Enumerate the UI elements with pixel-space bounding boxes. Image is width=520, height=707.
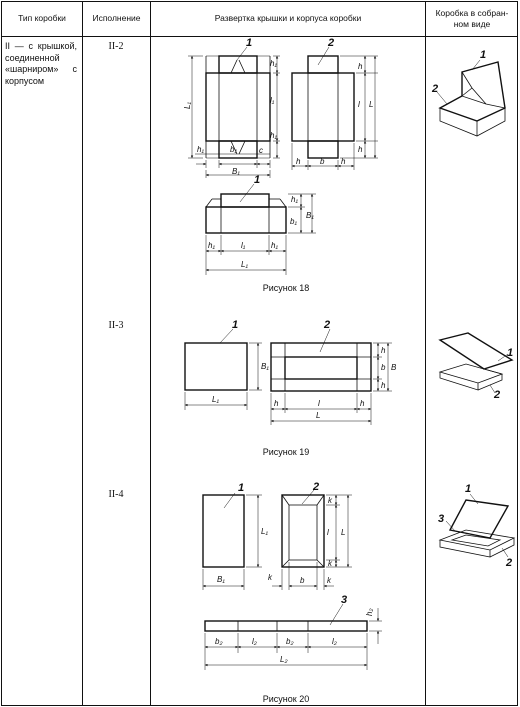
dim-label: l₁ <box>241 241 246 250</box>
callout-number: 3 <box>341 594 347 606</box>
dim-label: L <box>369 100 373 109</box>
dim-label: b <box>381 363 386 372</box>
dim-label: L₁ <box>241 260 248 269</box>
header-assembled-line2: ном виде <box>453 18 491 29</box>
dim-label: h <box>341 157 346 166</box>
dim-label: l₁ <box>270 96 275 105</box>
fig19-assembled-box: 1 2 <box>438 332 514 401</box>
fig18-lid-strip <box>205 183 316 275</box>
figure-caption: Рисунок 19 <box>262 447 310 457</box>
callout-number: 2 <box>312 481 319 493</box>
callout-number: 1 <box>232 319 238 331</box>
fig18-assembled-box: 1 2 <box>431 49 506 137</box>
dim-label: L <box>316 411 320 420</box>
fig20-strip-unfold: 3 h₂ b₂ l₂ b₂ l₂ L₂ <box>204 594 382 670</box>
dim-label: k <box>328 496 333 505</box>
header-box-type-label: Тип коробки <box>18 13 66 23</box>
dim-label: b₂ <box>215 637 223 646</box>
callout-number: 2 <box>323 319 330 331</box>
dim-label: h₁ <box>270 131 277 140</box>
column-divider <box>82 1 83 706</box>
dim-label: h <box>296 157 301 166</box>
dim-label: b <box>320 157 325 166</box>
dim-label: l₂ <box>252 637 257 646</box>
header-assembled-line1: Коробка в собран- <box>435 7 509 18</box>
dim-label: h <box>360 399 365 408</box>
figure-18: 1 2 L₁ l₁ h₁ h₁ h₁ b₁ c B₁ h l h L h b h… <box>183 37 506 275</box>
column-divider <box>150 1 151 706</box>
dim-label: b₁ <box>290 217 297 226</box>
callout-number: 2 <box>493 389 500 401</box>
callout-number: 1 <box>238 482 244 494</box>
variant-label: II-3 <box>108 320 124 331</box>
dim-label: h₁ <box>271 241 278 250</box>
fig18-body-unfold <box>291 46 378 170</box>
figure-20: 1 L₁ B₁ 2 k <box>202 481 516 670</box>
header-variant-label: Исполнение <box>92 13 141 23</box>
dim-label: L₁ <box>261 527 268 536</box>
dim-label: k <box>328 559 333 568</box>
dim-label: b₂ <box>286 637 294 646</box>
dim-label: l <box>327 528 329 537</box>
dim-label: l₂ <box>332 637 337 646</box>
fig20-lid-unfold: 1 L₁ B₁ <box>202 482 268 590</box>
variant-label: II-4 <box>108 489 124 500</box>
dim-label: L₂ <box>280 655 288 664</box>
dim-label: h₁ <box>291 195 298 204</box>
header-variant: Исполнение <box>83 1 150 36</box>
callout-number: 1 <box>507 347 513 359</box>
dim-label: h <box>381 346 386 355</box>
figure-caption: Рисунок 18 <box>262 283 310 293</box>
dim-label: B₁ <box>261 362 269 371</box>
dim-label: h₁ <box>197 145 204 154</box>
dim-label: k <box>268 573 273 582</box>
header-unfold-label: Развертка крышки и корпуса коробки <box>214 13 362 23</box>
dim-label: B₁ <box>217 575 225 584</box>
fig19-body-unfold: 2 h b h B h l h L <box>270 319 397 425</box>
column-divider <box>425 1 426 706</box>
callout-number: 3 <box>438 513 444 525</box>
callout-number: 1 <box>254 174 260 186</box>
dim-label: l <box>318 399 320 408</box>
figure-19: 1 B₁ L₁ 2 <box>184 319 514 425</box>
fig19-lid-unfold: 1 B₁ L₁ <box>184 319 269 410</box>
callout-number: 2 <box>327 37 334 49</box>
dim-label: h <box>381 381 386 390</box>
header-divider <box>1 36 518 37</box>
dim-label: L₁ <box>183 102 192 109</box>
dim-label: k <box>327 576 332 585</box>
dim-label: b <box>300 576 305 585</box>
header-box-type: Тип коробки <box>2 1 82 36</box>
dim-label: L <box>341 528 345 537</box>
fig20-assembled-box: 1 3 2 <box>438 483 516 569</box>
dim-label: B₁ <box>232 167 240 176</box>
dim-label: h₁ <box>208 241 215 250</box>
callout-number: 2 <box>505 557 512 569</box>
fig18-lid-unfold <box>188 46 280 178</box>
callout-number: 1 <box>246 37 252 49</box>
dim-label: l <box>358 100 360 109</box>
variant-label: II-2 <box>108 41 124 52</box>
dim-label: h <box>358 145 363 154</box>
dim-label: h₂ <box>365 609 374 617</box>
callout-number: 2 <box>431 83 438 95</box>
dim-label: h <box>358 62 363 71</box>
dim-label: c <box>259 146 263 155</box>
dim-label: b₁ <box>230 145 237 154</box>
dim-label: h₁ <box>270 59 277 68</box>
fig18-dimension-labels: 1 2 L₁ l₁ h₁ h₁ h₁ b₁ c B₁ h l h L h b h… <box>183 37 373 269</box>
callout-number: 1 <box>480 49 486 61</box>
dim-label: h <box>274 399 279 408</box>
header-unfold: Развертка крышки и корпуса коробки <box>151 1 425 36</box>
box-type-description: II — с крышкой, соединенной «шарниром» с… <box>5 41 77 86</box>
header-assembled: Коробка в собран- ном виде <box>426 1 518 36</box>
dim-label: B₁ <box>306 211 314 220</box>
callout-number: 1 <box>465 483 471 495</box>
dim-label: L₁ <box>212 395 219 404</box>
figure-caption: Рисунок 20 <box>262 694 310 704</box>
fig20-body-unfold: 2 k l k L k b k <box>268 481 352 590</box>
dim-label: B <box>391 363 397 372</box>
